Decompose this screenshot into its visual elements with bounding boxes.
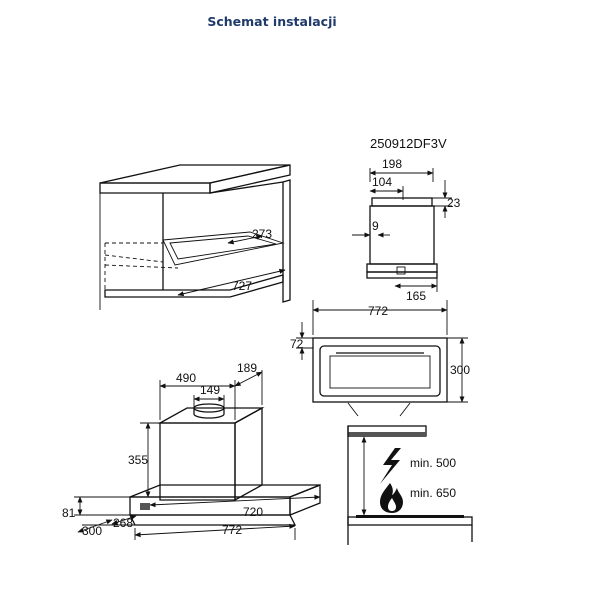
side-bottom-depth-label: 165 (406, 289, 426, 303)
cabinet-width-label: 727 (232, 279, 252, 293)
front-width-label: 772 (368, 304, 388, 318)
min-electric-label: min. 500 (410, 456, 456, 470)
hood-depth-label: 300 (82, 524, 102, 538)
side-duct-offset-label: 104 (372, 175, 392, 189)
side-top-gap-label: 23 (447, 196, 461, 210)
hood-thickness-label: 81 (62, 506, 76, 520)
lightning-icon (380, 448, 401, 484)
side-front-gap-label: 9 (372, 219, 379, 233)
cabinet-depth-label: 273 (252, 227, 272, 241)
front-gap-label: 72 (290, 337, 304, 351)
chimney-depth-label: 189 (237, 361, 257, 375)
iso-view-drawing: 490 189 149 355 81 300 268 720 772 (62, 361, 321, 540)
duct-diameter-label: 149 (200, 383, 220, 397)
side-view-drawing: 198 104 23 9 165 (352, 157, 461, 303)
chimney-height-label: 355 (128, 453, 148, 467)
page-title: Schemat instalacji (207, 14, 337, 29)
outer-width-label: 772 (222, 523, 242, 537)
side-total-depth-label: 198 (382, 157, 402, 171)
flame-icon (380, 483, 403, 513)
model-number: 250912DF3V (370, 136, 447, 151)
installation-distance-drawing: min. 500 min. 650 (347, 425, 473, 545)
front-view-drawing: 772 72 300 (290, 300, 470, 417)
cabinet-drawing: 273 727 (99, 164, 291, 310)
chimney-width-label: 490 (176, 371, 196, 385)
inner-width-label: 720 (243, 505, 263, 519)
front-height-label: 300 (450, 363, 470, 377)
front-depth-label: 268 (113, 516, 133, 530)
min-gas-label: min. 650 (410, 486, 456, 500)
